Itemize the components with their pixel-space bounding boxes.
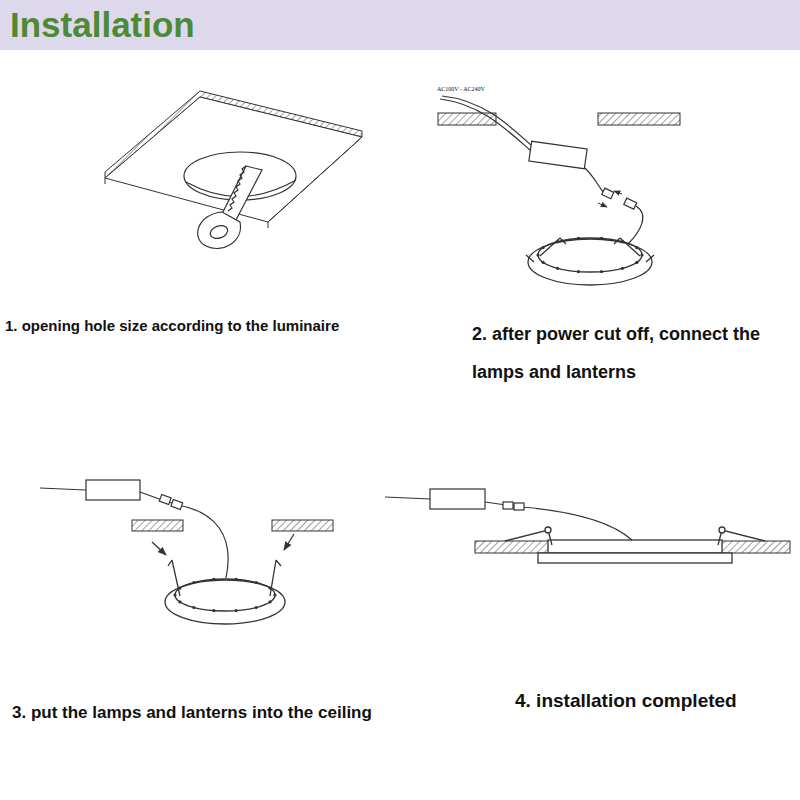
led-panel-lamp bbox=[165, 560, 285, 624]
voltage-label: AC100V - AC240V bbox=[437, 85, 527, 93]
spring-clips bbox=[505, 527, 765, 545]
led-panel-lamp bbox=[526, 237, 654, 285]
led-dot bbox=[273, 593, 276, 596]
led-dot bbox=[235, 578, 238, 581]
led-dot bbox=[255, 581, 258, 584]
led-dot bbox=[600, 237, 603, 240]
led-dot bbox=[178, 600, 181, 603]
ceiling-section bbox=[438, 113, 680, 125]
led-dot bbox=[621, 267, 624, 270]
insert-arrows bbox=[152, 534, 294, 555]
led-dot bbox=[255, 606, 258, 609]
led-dot bbox=[178, 586, 181, 589]
led-dot bbox=[192, 581, 195, 584]
power-wire bbox=[385, 497, 632, 540]
led-dot bbox=[600, 270, 603, 273]
led-dot bbox=[173, 593, 176, 596]
ceiling-slab bbox=[105, 91, 362, 228]
led-dot bbox=[577, 270, 580, 273]
led-dot bbox=[268, 600, 271, 603]
led-dot bbox=[556, 267, 559, 270]
power-wire bbox=[440, 96, 643, 244]
led-dot bbox=[235, 609, 238, 612]
led-dot bbox=[621, 240, 624, 243]
led-dot bbox=[635, 246, 638, 249]
ceiling-section bbox=[475, 541, 790, 553]
led-dot bbox=[212, 578, 215, 581]
step-caption: 4. installation completed bbox=[515, 689, 797, 713]
led-dot bbox=[556, 240, 559, 243]
led-dot bbox=[542, 261, 545, 264]
hole-saw bbox=[198, 166, 262, 249]
page-title: Installation bbox=[10, 5, 195, 45]
led-dot bbox=[268, 586, 271, 589]
led-dot bbox=[640, 253, 643, 256]
step-caption: 1. opening hole size according to the lu… bbox=[5, 316, 450, 336]
ceiling-section bbox=[132, 520, 333, 531]
led-driver bbox=[86, 480, 183, 509]
led-dot bbox=[192, 606, 195, 609]
led-dot bbox=[212, 609, 215, 612]
power-wire bbox=[40, 488, 228, 578]
led-dot bbox=[577, 237, 580, 240]
led-dot bbox=[536, 253, 539, 256]
led-dot bbox=[542, 246, 545, 249]
step-caption: 3. put the lamps and lanterns into the c… bbox=[12, 702, 467, 724]
connect-arrows bbox=[598, 191, 622, 207]
installed-panel bbox=[538, 540, 732, 563]
step-caption: 2. after power cut off, connect the lamp… bbox=[472, 315, 796, 391]
led-dot bbox=[635, 261, 638, 264]
led-driver bbox=[430, 489, 524, 510]
led-driver bbox=[529, 141, 637, 209]
